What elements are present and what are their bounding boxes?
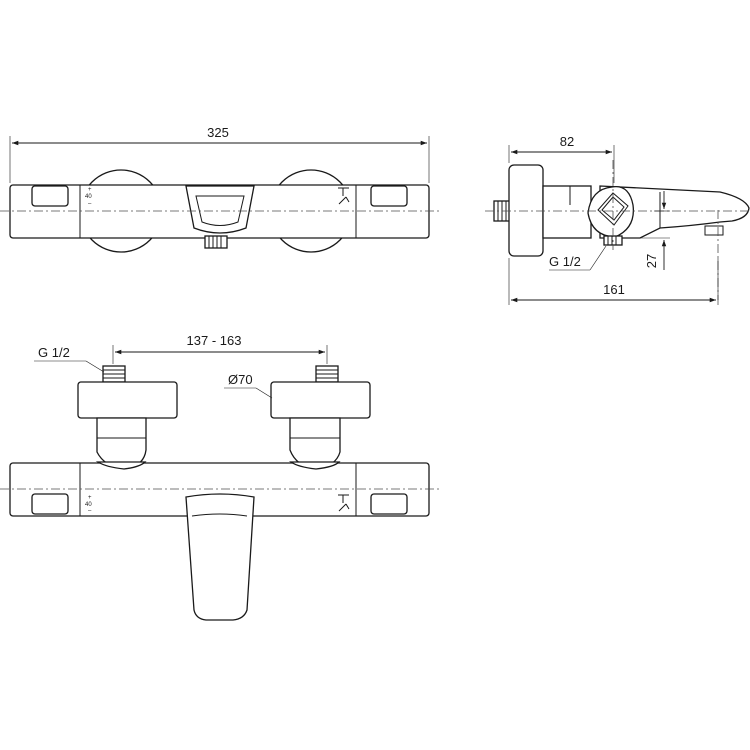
outlet-connector-top (204, 235, 228, 249)
side-spout (599, 185, 750, 239)
temp-value-top: 40 (85, 194, 92, 200)
escutcheon-diameter-label: Ø70 (228, 372, 253, 387)
top-view: + 40 – 325 (0, 125, 440, 253)
side-view: 82 27 G 1/2 161 (485, 134, 750, 305)
side-escutcheon (508, 164, 544, 257)
dimension-spout-offset: 27 (644, 254, 659, 268)
temp-plus-front: + (88, 495, 92, 501)
dimension-side-length: 161 (603, 282, 625, 297)
right-handle-grip-front (370, 493, 408, 515)
side-aerator (704, 225, 724, 236)
side-body (542, 185, 592, 239)
dimension-inlet-distance: 137 - 163 (187, 333, 242, 348)
front-view: + 40 – 137 - 163 G 1/2 Ø70 (0, 333, 440, 621)
right-handle-grip-top (370, 185, 408, 207)
right-escutcheon-front (270, 381, 371, 419)
dimension-side-depth: 82 (560, 134, 574, 149)
temp-minus-top: – (88, 201, 92, 207)
left-handle-grip-front (31, 493, 69, 515)
left-escutcheon-front (77, 381, 178, 419)
side-thread-label: G 1/2 (549, 254, 581, 269)
temp-minus-front: – (88, 508, 92, 514)
temp-value-front: 40 (85, 502, 92, 508)
front-thread-label: G 1/2 (38, 345, 70, 360)
spout-front (185, 493, 255, 621)
left-handle-grip-top (31, 185, 69, 207)
dimension-overall-length: 325 (207, 125, 229, 140)
temp-plus-top: + (88, 187, 92, 193)
